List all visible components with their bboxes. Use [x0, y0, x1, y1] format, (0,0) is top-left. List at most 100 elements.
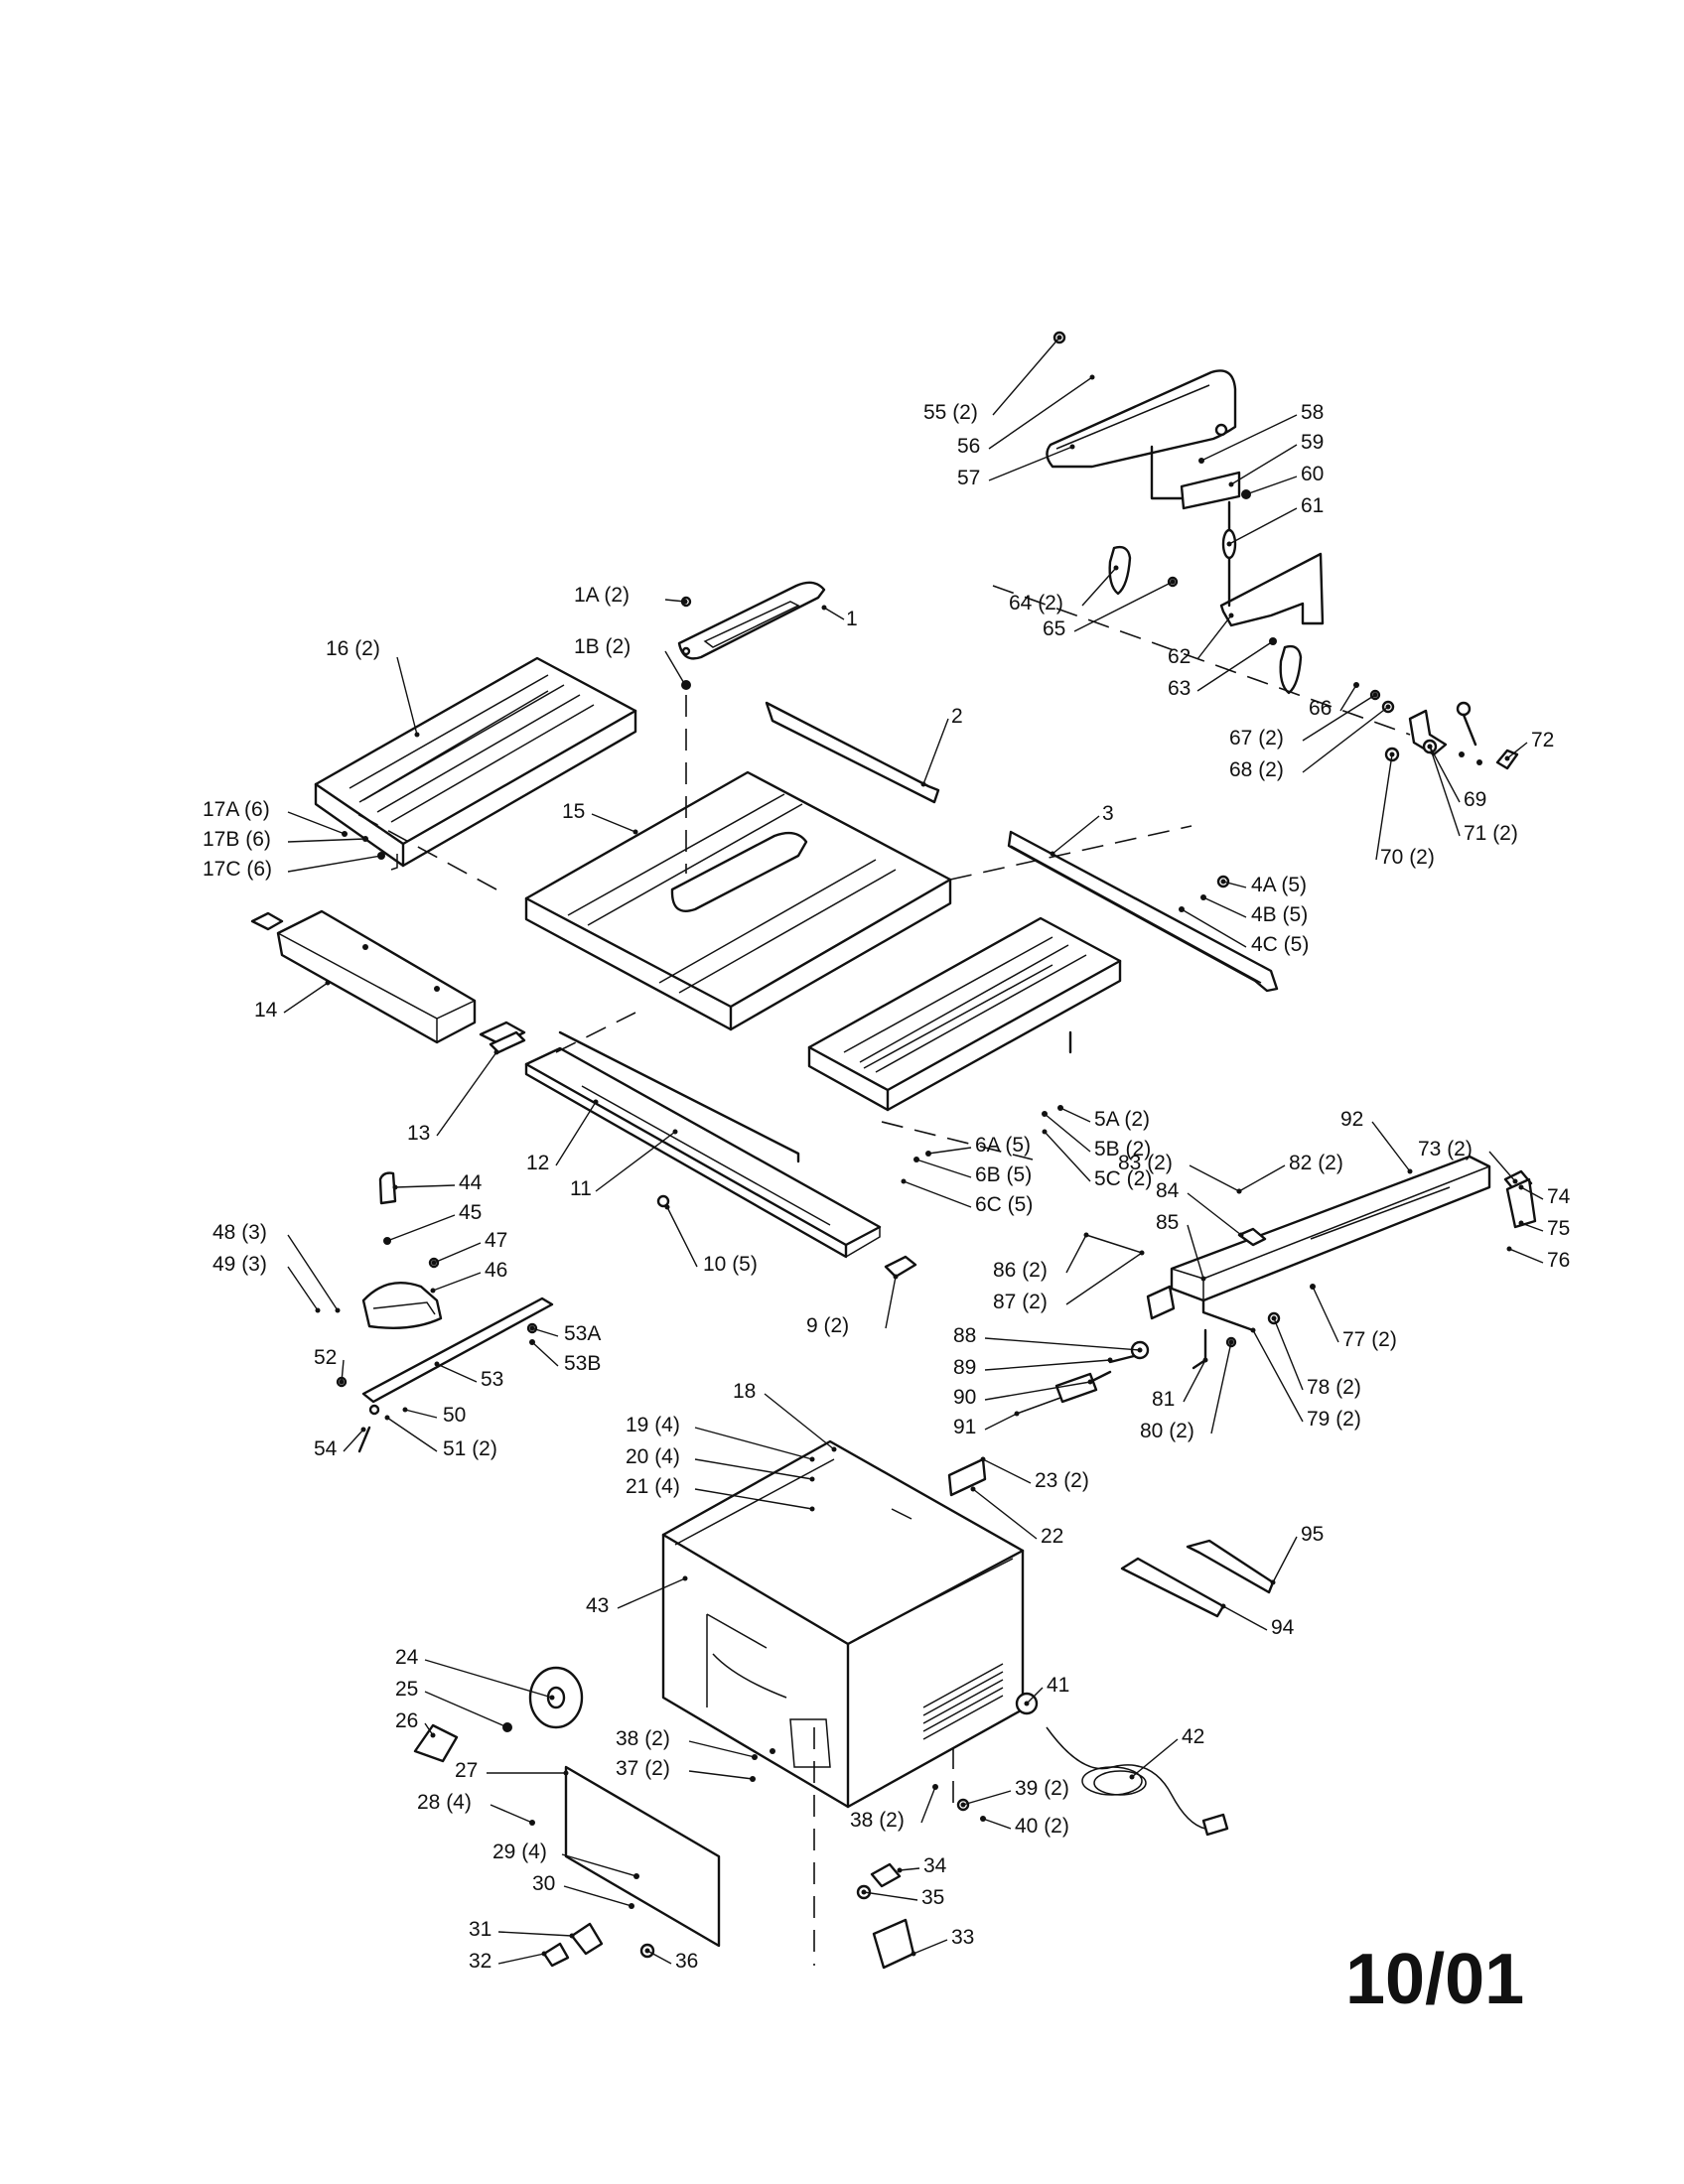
callout-leader-end [593, 1099, 599, 1105]
rails [765, 701, 1279, 993]
callout-leader [972, 1488, 1038, 1540]
callout-34: 34 [897, 1854, 947, 1877]
callout-leader-end [1512, 1178, 1518, 1184]
callout-60: 60 [1243, 463, 1324, 497]
callout-leader [341, 1359, 345, 1383]
callout-5a: 5A (2) [1057, 1105, 1150, 1131]
callout-leader [694, 1488, 813, 1510]
callout-label: 89 [953, 1356, 976, 1379]
callout-label: 72 [1531, 729, 1554, 751]
callout-leader [490, 1804, 533, 1824]
callout-leader-end [960, 1802, 966, 1808]
callout-leader-end [1250, 1327, 1256, 1333]
callout-leader [436, 1363, 478, 1383]
callout-53: 53 [434, 1361, 503, 1391]
callout-leader-end [315, 1307, 321, 1313]
callout-leader-end [342, 831, 348, 837]
callout-leader [396, 656, 418, 736]
callout-leader [1210, 1341, 1232, 1434]
callout-leader [1520, 1186, 1544, 1200]
callout-leader-end [682, 599, 688, 605]
callout-label: 17A (6) [203, 798, 270, 821]
callout-leader [1131, 1738, 1179, 1778]
callout-55: 55 (2) [923, 335, 1062, 424]
callout-leader-end [682, 682, 688, 688]
callout-leader [343, 1429, 364, 1452]
rip-fence [1016, 1155, 1537, 1415]
callout-leader-end [911, 1951, 916, 1957]
callout-leader-end [335, 1307, 341, 1313]
callout-leader-end [414, 732, 420, 738]
callout-leader-end [1238, 1232, 1244, 1238]
callout-49: 49 (3) [212, 1253, 321, 1313]
callout-leader [1187, 1192, 1242, 1236]
callout-45: 45 [384, 1201, 482, 1244]
callout-label: 1B (2) [574, 635, 631, 658]
callout-77: 77 (2) [1310, 1284, 1397, 1351]
callout-17c: 17C (6) [203, 853, 384, 881]
callout-label: 1A (2) [574, 584, 630, 607]
callout-label: 75 [1547, 1217, 1570, 1240]
callout-leader-end [1518, 1184, 1524, 1190]
callout-leader-end [1407, 1168, 1413, 1174]
callout-23: 23 (2) [980, 1456, 1089, 1492]
callout-48: 48 (3) [212, 1221, 341, 1313]
callout-label: 76 [1547, 1249, 1570, 1272]
callout-leader-end [1270, 638, 1276, 644]
callout-leader-end [831, 1446, 837, 1452]
callout-4c: 4C (5) [1179, 906, 1309, 956]
callout-1: 1 [821, 605, 858, 630]
callout-leader-end [644, 1948, 650, 1954]
callout-69: 69 [1427, 744, 1486, 811]
callout-17b: 17B (6) [203, 828, 368, 851]
callout-75: 75 [1518, 1217, 1570, 1240]
wrenches [1120, 1539, 1275, 1618]
callout-leader [899, 1867, 920, 1871]
callout-leader [984, 1413, 1018, 1431]
callout-leader-end [1504, 755, 1510, 761]
callout-label: 65 [1043, 617, 1065, 640]
callout-label: 43 [586, 1594, 609, 1617]
callout-12: 12 [526, 1099, 599, 1174]
callout-11: 11 [570, 1129, 678, 1200]
callout-leader [1081, 567, 1117, 607]
callout-label: 74 [1547, 1185, 1571, 1208]
callout-leader [664, 599, 686, 603]
callout-leader-end [633, 1873, 639, 1879]
callout-label: 67 (2) [1229, 727, 1284, 750]
callout-leader-end [1137, 1347, 1143, 1353]
revision-date: 10/01 [1345, 1940, 1524, 2019]
callout-label: 47 [485, 1229, 507, 1252]
callout-label: 11 [570, 1177, 592, 1200]
callout-leader-end [1372, 692, 1378, 698]
callout-label: 94 [1271, 1616, 1295, 1639]
callout-label: 78 (2) [1307, 1376, 1361, 1399]
callout-label: 50 [443, 1404, 466, 1427]
callout-leader-end [360, 1427, 366, 1433]
callout-6a: 6A (5) [925, 1134, 1031, 1157]
callout-label: 20 (4) [626, 1445, 680, 1468]
callout-label: 85 [1156, 1211, 1179, 1234]
callout-leader [1222, 1605, 1268, 1631]
callout-leader-end [1353, 682, 1359, 688]
base-cabinet [661, 1439, 1025, 1966]
callout-81: 81 [1152, 1357, 1208, 1411]
callout-label: 44 [459, 1171, 483, 1194]
callout-leader-end [430, 1288, 436, 1294]
callout-leader [1371, 1121, 1411, 1172]
callout-4a: 4A (5) [1220, 874, 1307, 896]
callout-leader [424, 1659, 553, 1699]
callout-73: 73 (2) [1418, 1138, 1518, 1184]
callout-leader-end [529, 1325, 535, 1331]
callout-label: 88 [953, 1324, 976, 1347]
callout-26: 26 [395, 1709, 436, 1738]
callout-leader [922, 718, 949, 785]
callout-label: 54 [314, 1437, 338, 1460]
callout-label: 42 [1182, 1725, 1204, 1748]
callout-leader-end [1200, 1276, 1206, 1282]
callout-32: 32 [469, 1950, 547, 1973]
callout-62: 62 [1168, 613, 1234, 668]
callout-25: 25 [395, 1678, 510, 1730]
callout-leader-end [384, 1415, 390, 1421]
callout-label: 25 [395, 1678, 418, 1701]
